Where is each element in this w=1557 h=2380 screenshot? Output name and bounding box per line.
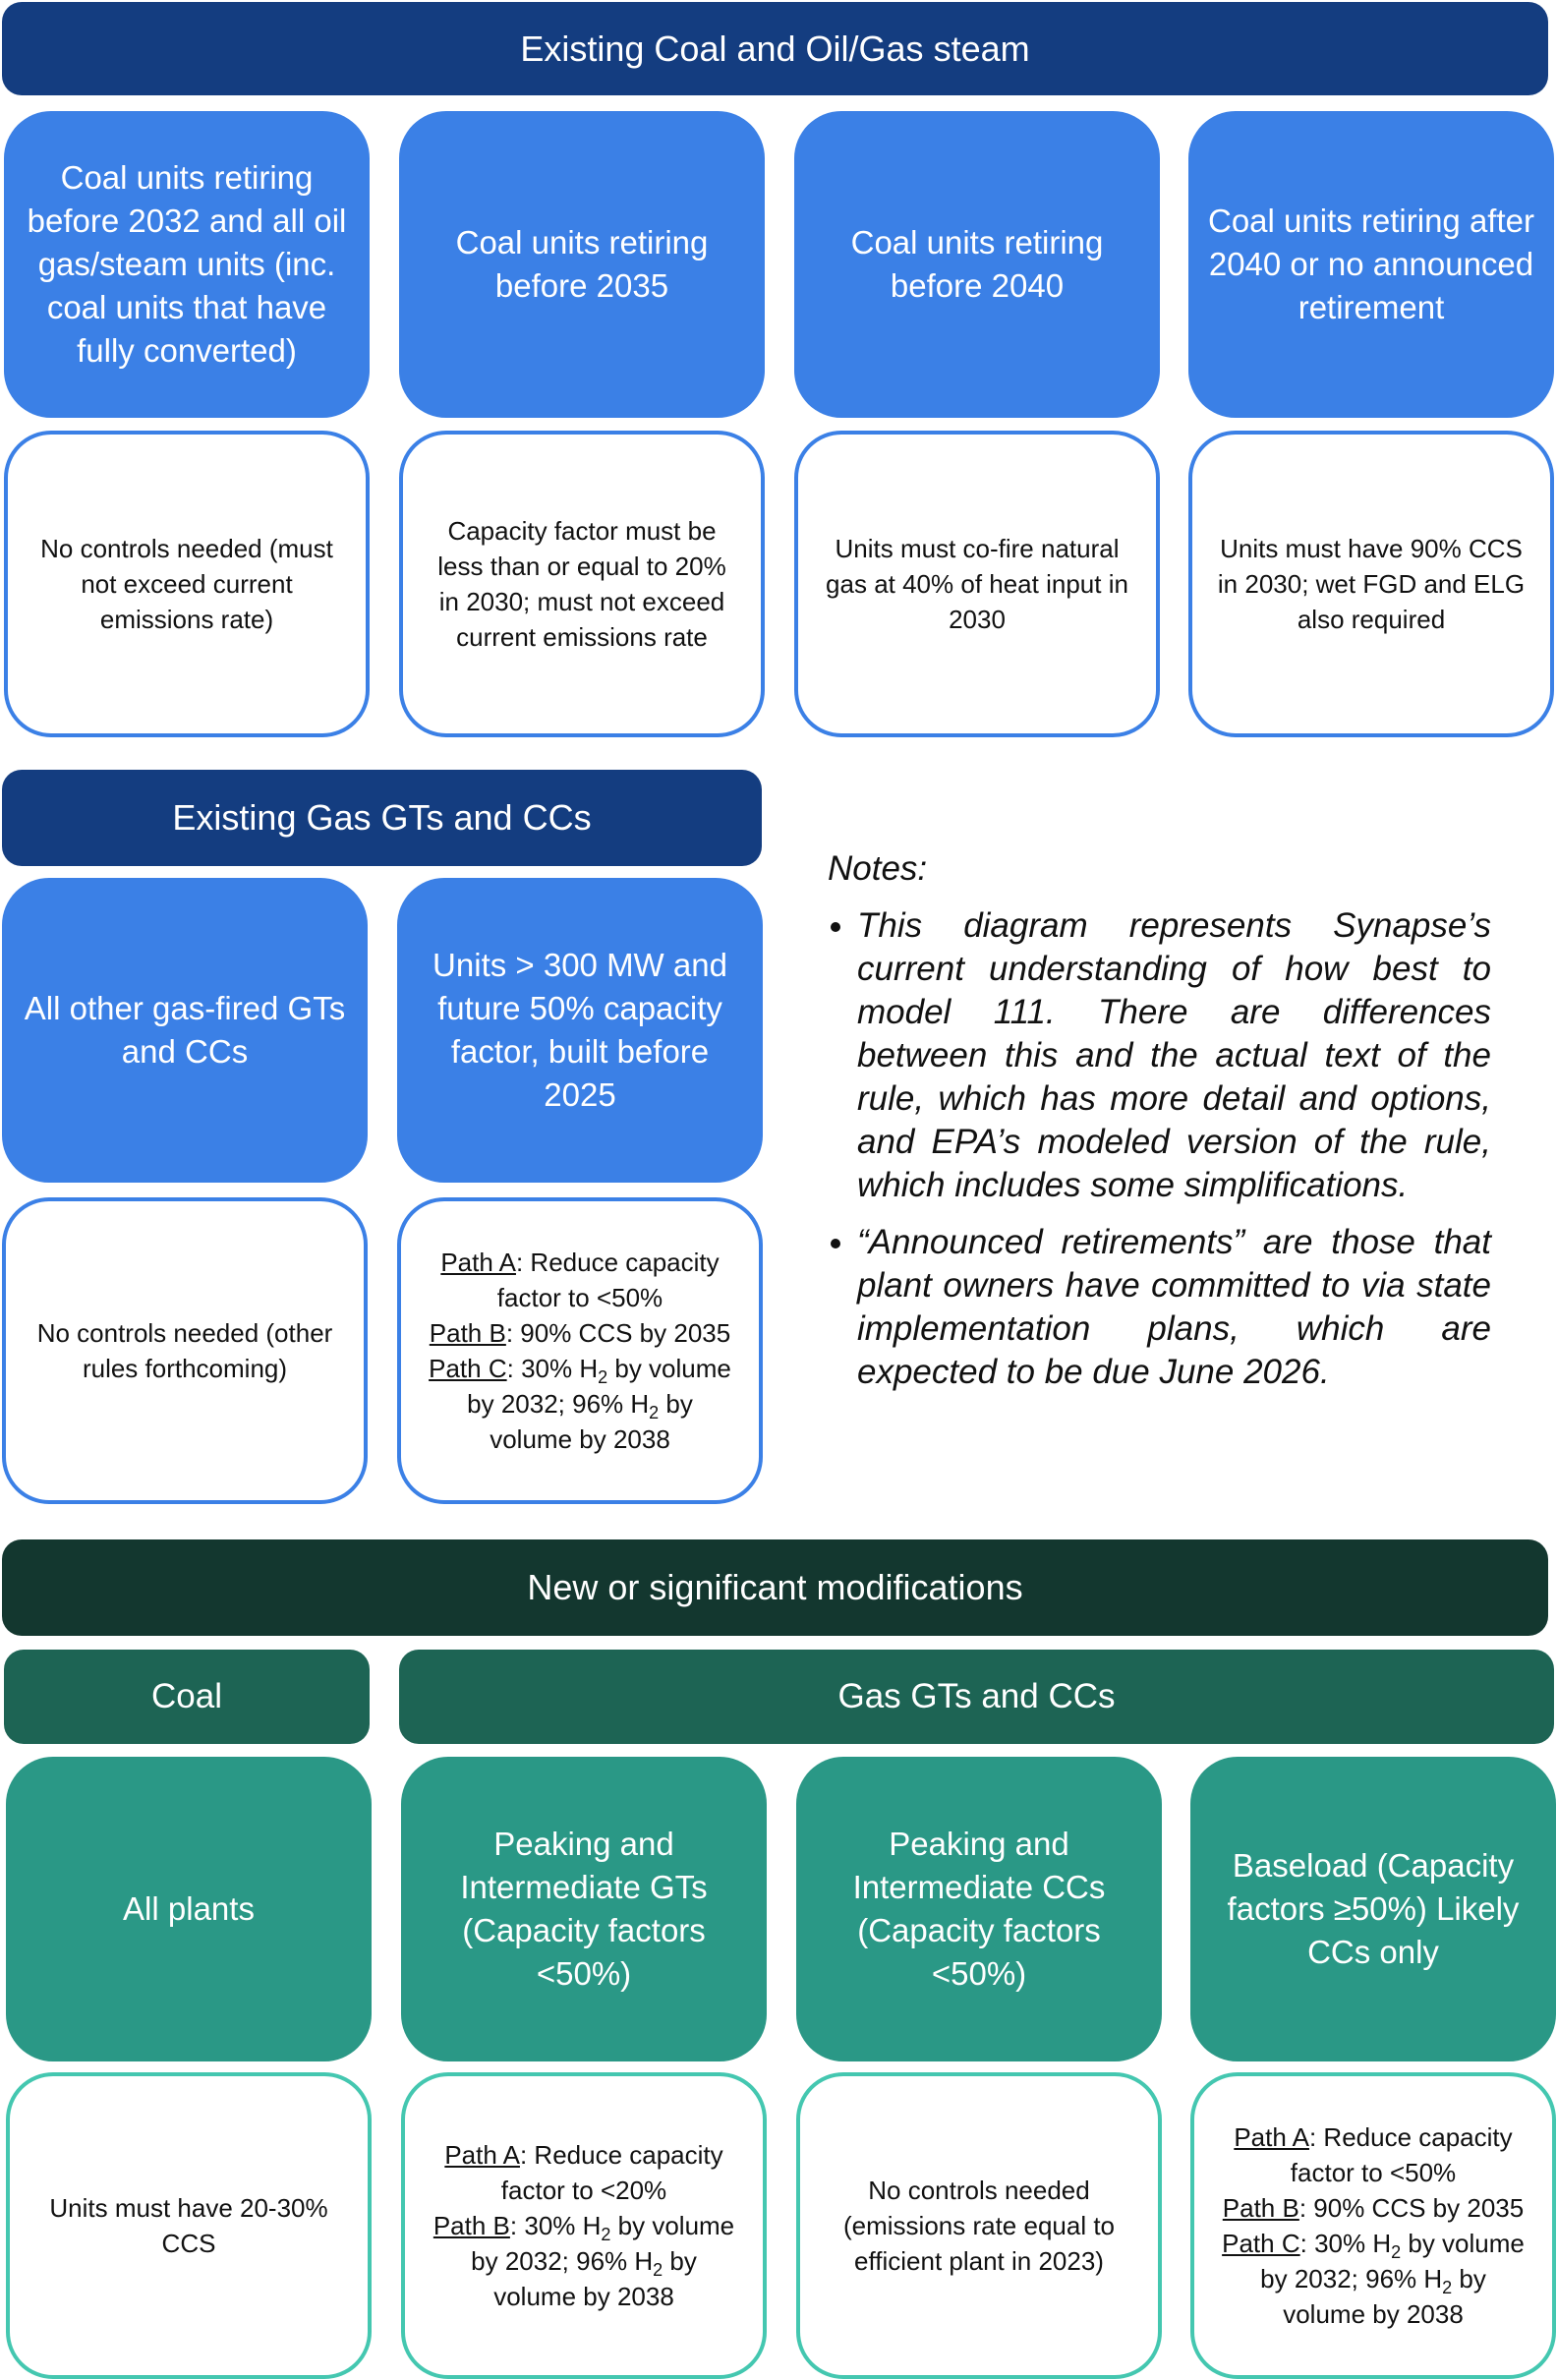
path-a-text: : Reduce capacity factor to <50% [496, 1248, 720, 1312]
category-peaking-intermediate-gts: Peaking and Intermediate GTs (Capacity f… [401, 1757, 767, 2061]
banner-new-or-significant-modifications: New or significant modifications [2, 1539, 1548, 1636]
requirement-text: No controls needed (must not exceed curr… [40, 534, 333, 634]
path-c-text: by volume by 2032; 96% H [1260, 2229, 1525, 2293]
category-baseload: Baseload (Capacity factors ≥50%) Likely … [1190, 1757, 1556, 2061]
banner-existing-coal-oil-gas-steam: Existing Coal and Oil/Gas steam [2, 2, 1548, 95]
subscript: 2 [598, 1367, 608, 1388]
category-all-plants: All plants [6, 1757, 372, 2061]
path-b-text: : 90% CCS by 2035 [505, 1318, 731, 1348]
requirement-no-controls-current-rate: No controls needed (must not exceed curr… [4, 431, 370, 737]
path-c-text: by volume by 2038 [1283, 2264, 1486, 2329]
path-c-text: : 30% H [506, 1354, 599, 1383]
paths-text: Path A: Reduce capacity factor to <50% P… [425, 1245, 735, 1457]
notes-list: This diagram represents Synapse’s curren… [828, 904, 1491, 1394]
category-units-over-300mw: Units > 300 MW and future 50% capacity f… [397, 878, 763, 1183]
path-a-text: : Reduce capacity factor to <50% [1290, 2122, 1513, 2187]
category-coal-retiring-before-2032: Coal units retiring before 2032 and all … [4, 111, 370, 418]
banner-existing-gas-gts-ccs: Existing Gas GTs and CCs [2, 770, 762, 866]
path-b-text: by volume by 2038 [493, 2246, 697, 2311]
subscript: 2 [1391, 2242, 1402, 2263]
category-all-other-gas-fired: All other gas-fired GTs and CCs [2, 878, 368, 1183]
path-b-text: : 30% H [509, 2211, 602, 2240]
paths-text: Path A: Reduce capacity factor to <20% P… [429, 2137, 739, 2314]
requirement-text: Units must have 20-30% CCS [49, 2193, 328, 2258]
notes-panel: Notes: This diagram represents Synapse’s… [828, 847, 1491, 1408]
requirement-text: Units must have 90% CCS in 2030; wet FGD… [1217, 534, 1526, 634]
paths-text: Path A: Reduce capacity factor to <50% P… [1218, 2119, 1528, 2332]
requirement-no-controls-efficient-plant: No controls needed (emissions rate equal… [796, 2072, 1162, 2379]
header-gas-gts-ccs: Gas GTs and CCs [399, 1650, 1554, 1744]
requirement-text: Capacity factor must be less than or equ… [437, 516, 726, 652]
requirement-paths-existing-gas: Path A: Reduce capacity factor to <50% P… [397, 1197, 763, 1504]
notes-title: Notes: [828, 849, 928, 888]
requirement-text: No controls needed (emissions rate equal… [842, 2176, 1116, 2276]
path-c-label: Path C [1222, 2229, 1300, 2258]
subscript: 2 [649, 1403, 660, 1423]
path-c-text: by volume by 2038 [490, 1389, 693, 1454]
requirement-paths-peaking-gts: Path A: Reduce capacity factor to <20% P… [401, 2072, 767, 2379]
note-item: This diagram represents Synapse’s curren… [857, 904, 1491, 1207]
subscript: 2 [1442, 2278, 1453, 2298]
requirement-text: Units must co-fire natural gas at 40% of… [826, 534, 1128, 634]
path-b-label: Path B [429, 1318, 506, 1348]
requirement-capacity-factor-20: Capacity factor must be less than or equ… [399, 431, 765, 737]
requirement-no-controls-other-rules: No controls needed (other rules forthcom… [2, 1197, 368, 1504]
category-peaking-intermediate-ccs: Peaking and Intermediate CCs (Capacity f… [796, 1757, 1162, 2061]
path-c-text: : 30% H [1299, 2229, 1392, 2258]
subscript: 2 [601, 2225, 611, 2245]
category-coal-retiring-after-2040: Coal units retiring after 2040 or no ann… [1188, 111, 1554, 418]
path-a-text: : Reduce capacity factor to <20% [500, 2140, 723, 2205]
path-b-text: : 90% CCS by 2035 [1298, 2193, 1525, 2223]
path-b-text: by volume by 2032; 96% H [471, 2211, 735, 2276]
path-a-label: Path A [444, 2140, 520, 2170]
requirement-cofire-natural-gas: Units must co-fire natural gas at 40% of… [794, 431, 1160, 737]
path-a-label: Path A [440, 1248, 516, 1277]
requirement-20-30-ccs: Units must have 20-30% CCS [6, 2072, 372, 2379]
category-coal-retiring-before-2040: Coal units retiring before 2040 [794, 111, 1160, 418]
path-b-label: Path B [432, 2211, 510, 2240]
requirement-text: No controls needed (other rules forthcom… [36, 1318, 333, 1383]
note-item: “Announced retirements” are those that p… [857, 1221, 1491, 1394]
category-coal-retiring-before-2035: Coal units retiring before 2035 [399, 111, 765, 418]
path-c-text: by volume by 2032; 96% H [467, 1354, 731, 1419]
path-b-label: Path B [1222, 2193, 1299, 2223]
header-coal: Coal [4, 1650, 370, 1744]
path-c-label: Path C [429, 1354, 507, 1383]
subscript: 2 [653, 2260, 663, 2281]
requirement-paths-baseload: Path A: Reduce capacity factor to <50% P… [1190, 2072, 1556, 2379]
requirement-90-ccs-2030: Units must have 90% CCS in 2030; wet FGD… [1188, 431, 1554, 737]
path-a-label: Path A [1234, 2122, 1309, 2152]
